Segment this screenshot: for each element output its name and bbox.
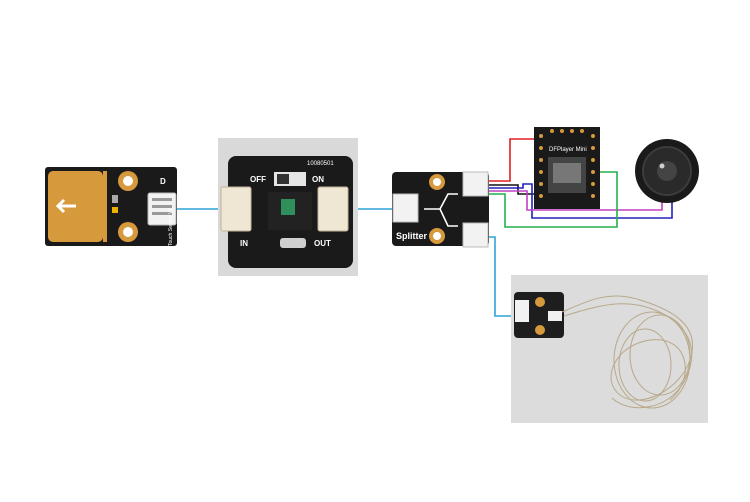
led-fairy-lights-icon: [561, 295, 694, 409]
dfplayer-label: DFPlayer Mini: [549, 147, 587, 153]
connector: [515, 300, 529, 322]
connector: [462, 222, 489, 248]
dfplayer-module: DFPlayer Mini: [534, 127, 600, 209]
switch-module: 10080501 OFF ON IN OUT: [218, 138, 358, 276]
switch-out-label: OUT: [314, 239, 331, 248]
connector: [462, 171, 489, 197]
wire-black: [488, 184, 540, 195]
hand-point-left-icon: [55, 198, 76, 214]
switch-on-label: ON: [312, 175, 324, 184]
micro-usb: [280, 238, 306, 248]
connector-label: D: [160, 177, 166, 186]
jst-connector-out: [317, 186, 349, 232]
jst-connector-in: [220, 186, 252, 232]
wire-splitter-to-led: [488, 236, 518, 317]
touch-sensor-module: D Touch Sensor V2: [45, 167, 177, 246]
wire-red: [488, 138, 540, 182]
connector: [392, 193, 419, 223]
led-module: [511, 275, 708, 423]
splitter-label: Splitter: [396, 231, 428, 241]
touch-sensor-label: Touch Sensor V2: [168, 208, 174, 246]
wire-blue: [488, 183, 673, 219]
wire-green: [488, 171, 618, 228]
switch-serial: 10080501: [307, 161, 334, 167]
switch-in-label: IN: [240, 239, 248, 248]
wire-purple: [488, 190, 663, 211]
speaker-icon: [635, 139, 699, 203]
switch-off-label: OFF: [250, 175, 266, 184]
wires: [176, 138, 673, 317]
splitter-module: Splitter: [392, 171, 489, 248]
